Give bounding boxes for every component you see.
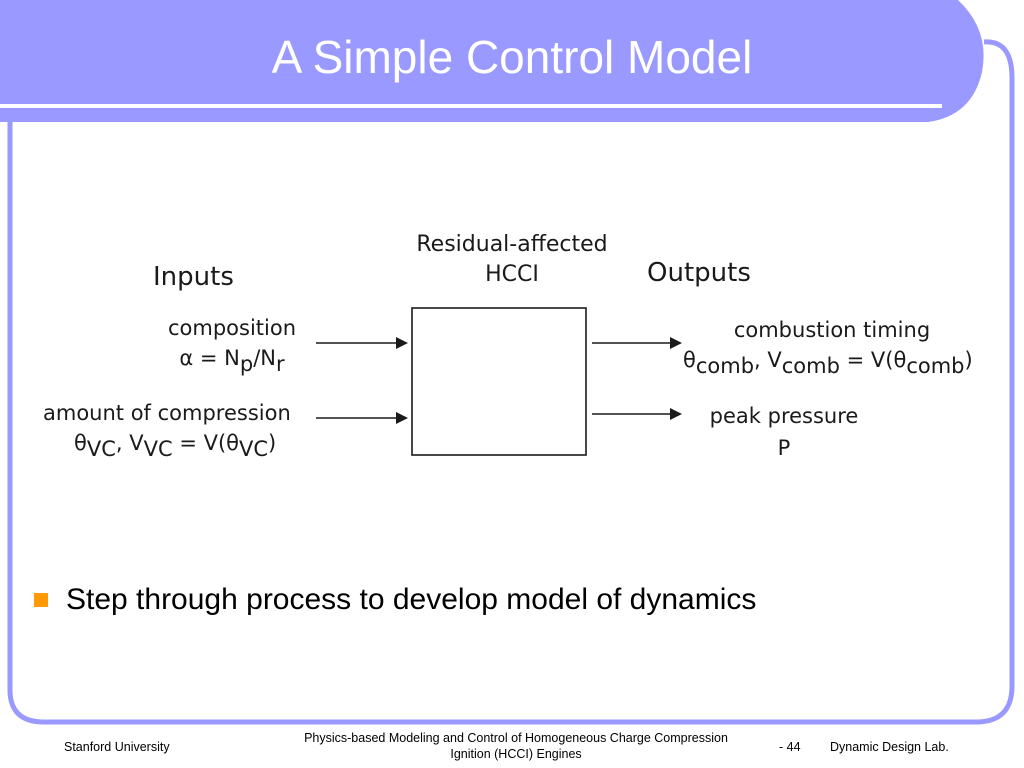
- footer-right: Dynamic Design Lab.: [830, 740, 949, 754]
- output-timing-equation: θcomb, Vcomb = V(θcomb): [683, 348, 973, 378]
- input-arrow-compression: [316, 412, 408, 424]
- input-arrow-composition: [316, 337, 408, 349]
- input-composition-label: composition: [167, 316, 297, 340]
- block-title: Residual-affected HCCI: [416, 230, 607, 290]
- model-block: [411, 307, 587, 456]
- input-compression-equation: θVC, VVC = V(θVC): [74, 431, 277, 461]
- inputs-header: Inputs: [153, 262, 234, 292]
- bullet-square-icon: [34, 593, 48, 607]
- page-number: - 44: [779, 740, 801, 754]
- footer-center-line1: Physics-based Modeling and Control of Ho…: [304, 731, 728, 745]
- input-compression-label: amount of compression: [43, 401, 291, 425]
- block-title-line2: HCCI: [485, 261, 539, 287]
- body-frame: [7, 39, 1015, 725]
- block-title-line1: Residual-affected: [416, 232, 608, 257]
- footer-left: Stanford University: [64, 740, 170, 754]
- output-timing-label: combustion timing: [733, 318, 931, 342]
- bullet-text: Step through process to develop model of…: [66, 583, 757, 616]
- output-arrow-timing: [592, 337, 682, 349]
- slide-title: A Simple Control Model: [271, 31, 753, 83]
- header-band: [0, 0, 984, 122]
- output-arrow-pressure: [592, 408, 682, 420]
- output-pressure-value: P: [777, 436, 791, 460]
- footer-center: Physics-based Modeling and Control of Ho…: [258, 730, 774, 762]
- title-underline: [0, 104, 942, 108]
- input-composition-equation: α = Np/Nr: [179, 346, 285, 376]
- bullet-item: Step through process to develop model of…: [34, 580, 756, 620]
- output-pressure-label: peak pressure: [709, 404, 859, 428]
- footer-center-line2: Ignition (HCCI) Engines: [450, 747, 582, 761]
- outputs-header: Outputs: [647, 258, 751, 288]
